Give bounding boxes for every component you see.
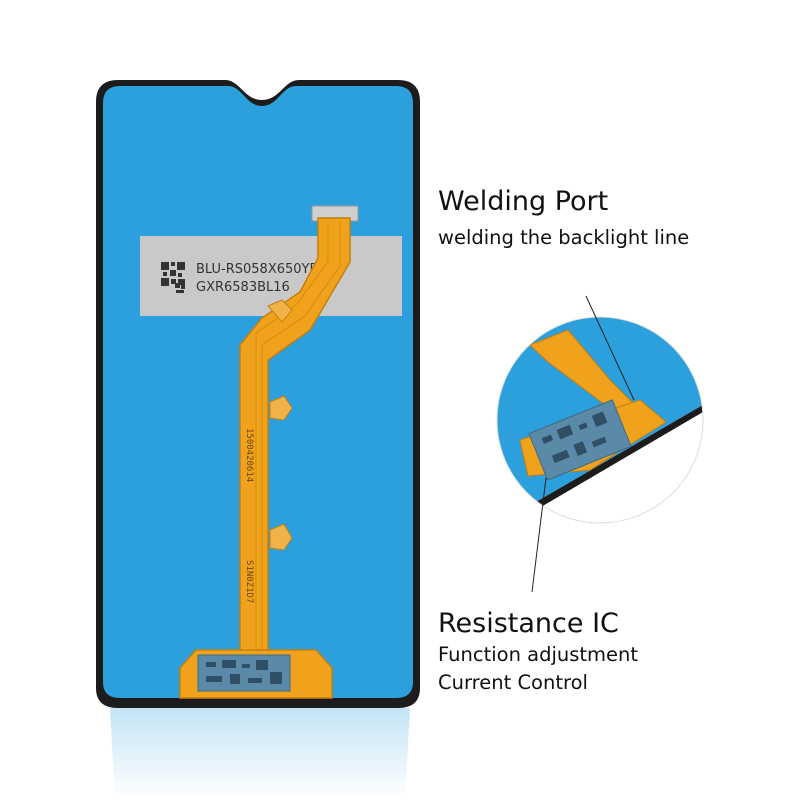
welding-port-title: Welding Port: [438, 186, 609, 217]
label-line-1: BLU-RS058X650YD: [196, 262, 320, 277]
flex-code-1: 1500420614: [244, 428, 254, 482]
flex-tab: [267, 299, 293, 323]
label-line-2: GXR6583BL16: [196, 280, 290, 295]
zoom-circle-outline: [496, 316, 704, 524]
resistance-pointer-line: [531, 477, 547, 593]
panel-reflection: [110, 708, 410, 800]
resistance-ic-line-2: Current Control: [438, 671, 588, 694]
flex-trace: [255, 222, 329, 650]
qr-code-icon: [175, 283, 185, 293]
flex-tab: [269, 395, 293, 421]
qr-code-icon: [161, 262, 185, 286]
flex-tab: [269, 523, 293, 551]
welding-port-subtitle: welding the backlight line: [438, 226, 690, 249]
flex-code-2: S1N0Z1D7: [244, 560, 254, 603]
resistance-ic-title: Resistance IC: [438, 608, 619, 639]
welding-pointer-line: [585, 295, 635, 401]
flex-trace: [261, 222, 341, 650]
chip-components: [206, 660, 282, 684]
barcode-label: [140, 236, 402, 316]
zoom-detail-circle: [497, 317, 703, 523]
resistance-ic-line-1: Function adjustment: [438, 643, 639, 666]
